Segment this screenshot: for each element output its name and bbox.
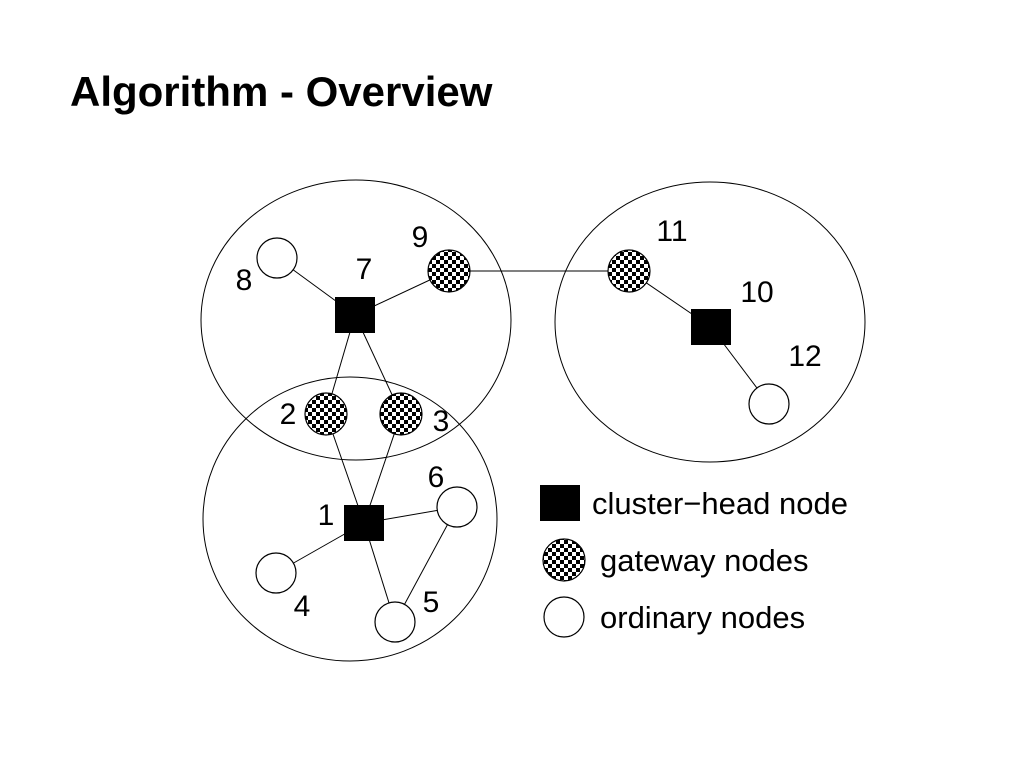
node-label-10: 10 — [740, 276, 773, 309]
nodes-layer — [255, 237, 790, 643]
legend-item-gateway: gateway nodes — [542, 538, 809, 582]
node-10-cluster-head — [691, 309, 731, 345]
node-4-ordinary — [255, 552, 297, 594]
node-label-3: 3 — [433, 405, 450, 438]
cluster-7-boundary — [200, 179, 512, 461]
node-8-ordinary — [256, 237, 298, 279]
node-1-cluster-head — [344, 505, 384, 541]
node-9-gateway — [427, 249, 471, 293]
node-label-11: 11 — [656, 215, 687, 248]
legend-gateway-symbol — [542, 538, 586, 582]
node-label-5: 5 — [423, 586, 440, 619]
legend-cluster-head-label: cluster−head node — [592, 486, 848, 521]
slide-title: Algorithm - Overview — [70, 68, 493, 115]
node-label-1: 1 — [318, 499, 335, 532]
legend-item-cluster-head: cluster−head node — [540, 485, 848, 521]
node-label-9: 9 — [412, 221, 429, 254]
node-label-2: 2 — [280, 398, 297, 431]
node-6-ordinary — [436, 486, 478, 528]
legend-item-ordinary: ordinary nodes — [543, 596, 805, 638]
node-12-ordinary — [748, 383, 790, 425]
cluster-10-boundary — [554, 181, 866, 463]
legend-gateway-label: gateway nodes — [600, 543, 809, 578]
node-label-7: 7 — [356, 253, 373, 286]
clusters-layer — [200, 179, 866, 662]
node-7-cluster-head — [335, 297, 375, 333]
node-label-12: 12 — [788, 340, 821, 373]
node-2-gateway — [304, 392, 348, 436]
cluster-1-boundary — [202, 376, 498, 662]
legend: cluster−head node gateway nodes ordinary n… — [540, 485, 848, 638]
node-label-8: 8 — [236, 264, 253, 297]
node-11-gateway — [607, 249, 651, 293]
node-label-6: 6 — [428, 461, 445, 494]
legend-ordinary-symbol — [543, 596, 585, 638]
legend-cluster-head-symbol — [540, 485, 580, 521]
node-label-4: 4 — [294, 590, 311, 623]
edge-5-6 — [394, 506, 458, 623]
legend-ordinary-label: ordinary nodes — [600, 600, 805, 635]
node-3-gateway — [379, 392, 423, 436]
node-5-ordinary — [374, 601, 416, 643]
